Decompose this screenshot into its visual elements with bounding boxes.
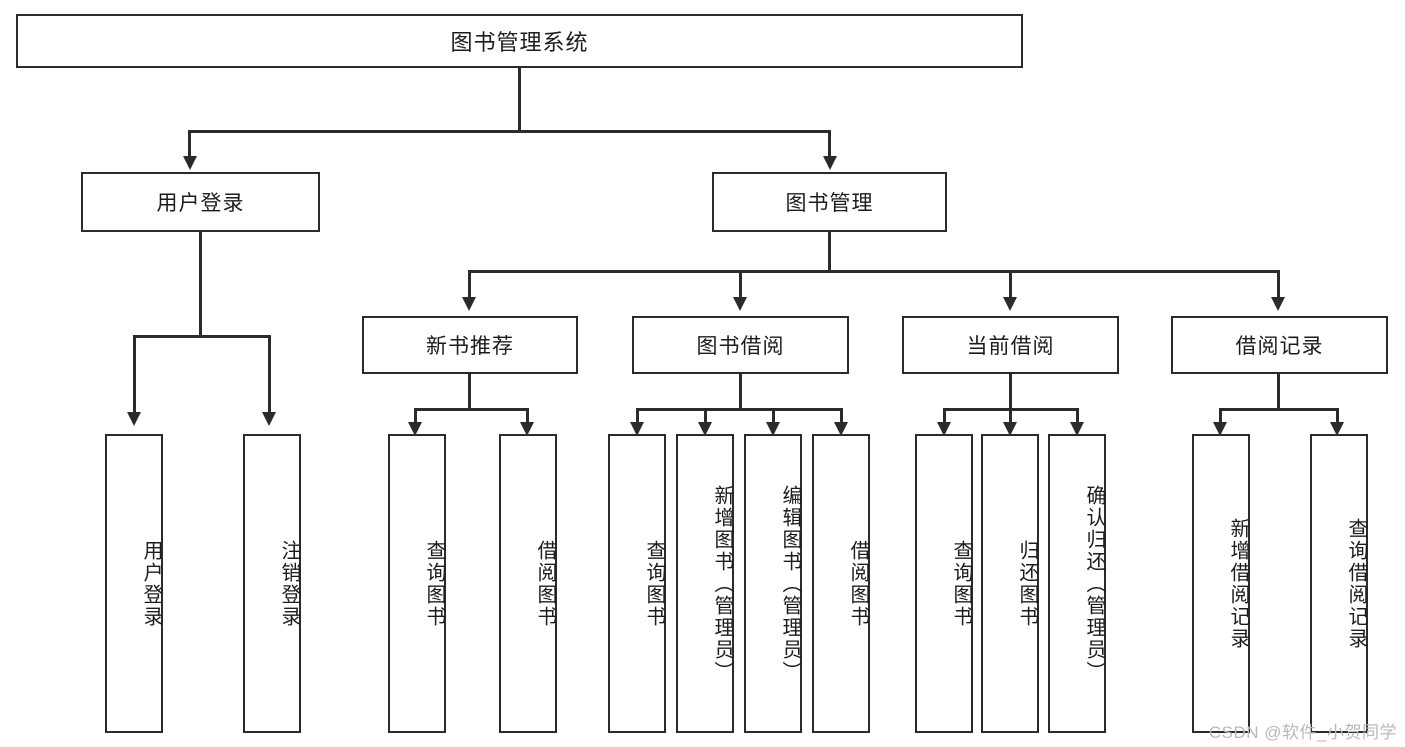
leaf-borrow-record-query[interactable]: 查询借阅记录 (1310, 434, 1368, 733)
connector-borrow-record-leaf-2 (1336, 408, 1339, 426)
arrowhead-to-user-login (183, 156, 197, 170)
connector-book-manage-stem (828, 232, 831, 272)
connector-to-new-book (468, 270, 471, 300)
node-borrow-record[interactable]: 借阅记录 (1171, 316, 1388, 374)
arrowhead-book-borrow-leaf-3 (766, 422, 780, 436)
arrowhead-new-book-leaf-1 (408, 422, 422, 436)
node-new-book-recommend[interactable]: 新书推荐 (362, 316, 578, 374)
connector-new-book-stem (468, 374, 471, 410)
node-root-system[interactable]: 图书管理系统 (16, 14, 1023, 68)
leaf-new-book-query[interactable]: 查询图书 (388, 434, 446, 733)
connector-new-book-leaf-2 (526, 408, 529, 426)
arrowhead-current-borrow-leaf-3 (1070, 422, 1084, 436)
connector-book-borrow-leaf-2 (704, 408, 707, 426)
node-book-borrow[interactable]: 图书借阅 (632, 316, 849, 374)
leaf-current-borrow-confirm[interactable]: 确认归还（管理员） (1048, 434, 1106, 733)
arrowhead-borrow-record-leaf-1 (1213, 422, 1227, 436)
node-book-management[interactable]: 图书管理 (712, 172, 947, 232)
connector-book-manage-bar (468, 270, 1280, 273)
connector-to-current-borrow (1009, 270, 1012, 300)
connector-root-to-user-login (188, 130, 191, 158)
connector-root-stem (518, 68, 521, 130)
leaf-new-book-borrow[interactable]: 借阅图书 (499, 434, 557, 733)
node-current-borrow[interactable]: 当前借阅 (902, 316, 1119, 374)
node-user-login[interactable]: 用户登录 (81, 172, 320, 232)
watermark-text: CSDN @软件_小贺同学 (1208, 723, 1397, 742)
leaf-book-borrow-borrow[interactable]: 借阅图书 (812, 434, 870, 733)
connector-user-login-stem (199, 232, 202, 337)
connector-current-borrow-stem (1009, 374, 1012, 410)
connector-current-borrow-leaf-2 (1009, 408, 1012, 426)
arrowhead-to-book-manage (823, 156, 837, 170)
connector-book-borrow-leaf-3 (772, 408, 775, 426)
connector-book-borrow-bar (636, 408, 843, 411)
leaf-user-login-login[interactable]: 用户登录 (105, 434, 163, 733)
connector-new-book-leaf-1 (414, 408, 417, 426)
leaf-current-borrow-return[interactable]: 归还图书 (981, 434, 1039, 733)
leaf-book-borrow-query[interactable]: 查询图书 (608, 434, 666, 733)
connector-user-login-leaf-2 (268, 335, 271, 415)
connector-user-login-bar (133, 335, 271, 338)
connector-book-borrow-stem (739, 374, 742, 410)
arrowhead-to-book-borrow (733, 297, 747, 311)
leaf-user-login-logout[interactable]: 注销登录 (243, 434, 301, 733)
leaf-current-borrow-query[interactable]: 查询图书 (915, 434, 973, 733)
arrowhead-book-borrow-leaf-2 (698, 422, 712, 436)
arrowhead-borrow-record-leaf-2 (1330, 422, 1344, 436)
connector-book-borrow-leaf-4 (840, 408, 843, 426)
arrowhead-new-book-leaf-2 (520, 422, 534, 436)
connector-new-book-bar (414, 408, 529, 411)
connector-borrow-record-stem (1277, 374, 1280, 410)
connector-root-bar (188, 130, 831, 133)
arrowhead-to-new-book (462, 297, 476, 311)
connector-borrow-record-leaf-1 (1219, 408, 1222, 426)
arrowhead-current-borrow-leaf-2 (1003, 422, 1017, 436)
arrowhead-user-login-leaf-2 (262, 412, 276, 426)
arrowhead-book-borrow-leaf-4 (834, 422, 848, 436)
arrowhead-user-login-leaf-1 (127, 412, 141, 426)
connector-book-borrow-leaf-1 (636, 408, 639, 426)
connector-root-to-book-manage (828, 130, 831, 158)
connector-current-borrow-leaf-3 (1076, 408, 1079, 426)
arrowhead-current-borrow-leaf-1 (937, 422, 951, 436)
connector-user-login-leaf-1 (133, 335, 136, 415)
connector-borrow-record-bar (1219, 408, 1339, 411)
arrowhead-book-borrow-leaf-1 (630, 422, 644, 436)
arrowhead-to-current-borrow (1003, 297, 1017, 311)
connector-to-book-borrow (739, 270, 742, 300)
connector-to-borrow-record (1277, 270, 1280, 300)
leaf-book-borrow-add[interactable]: 新增图书（管理员） (676, 434, 734, 733)
arrowhead-to-borrow-record (1271, 297, 1285, 311)
leaf-book-borrow-edit[interactable]: 编辑图书（管理员） (744, 434, 802, 733)
leaf-borrow-record-add[interactable]: 新增借阅记录 (1192, 434, 1250, 733)
connector-current-borrow-leaf-1 (943, 408, 946, 426)
